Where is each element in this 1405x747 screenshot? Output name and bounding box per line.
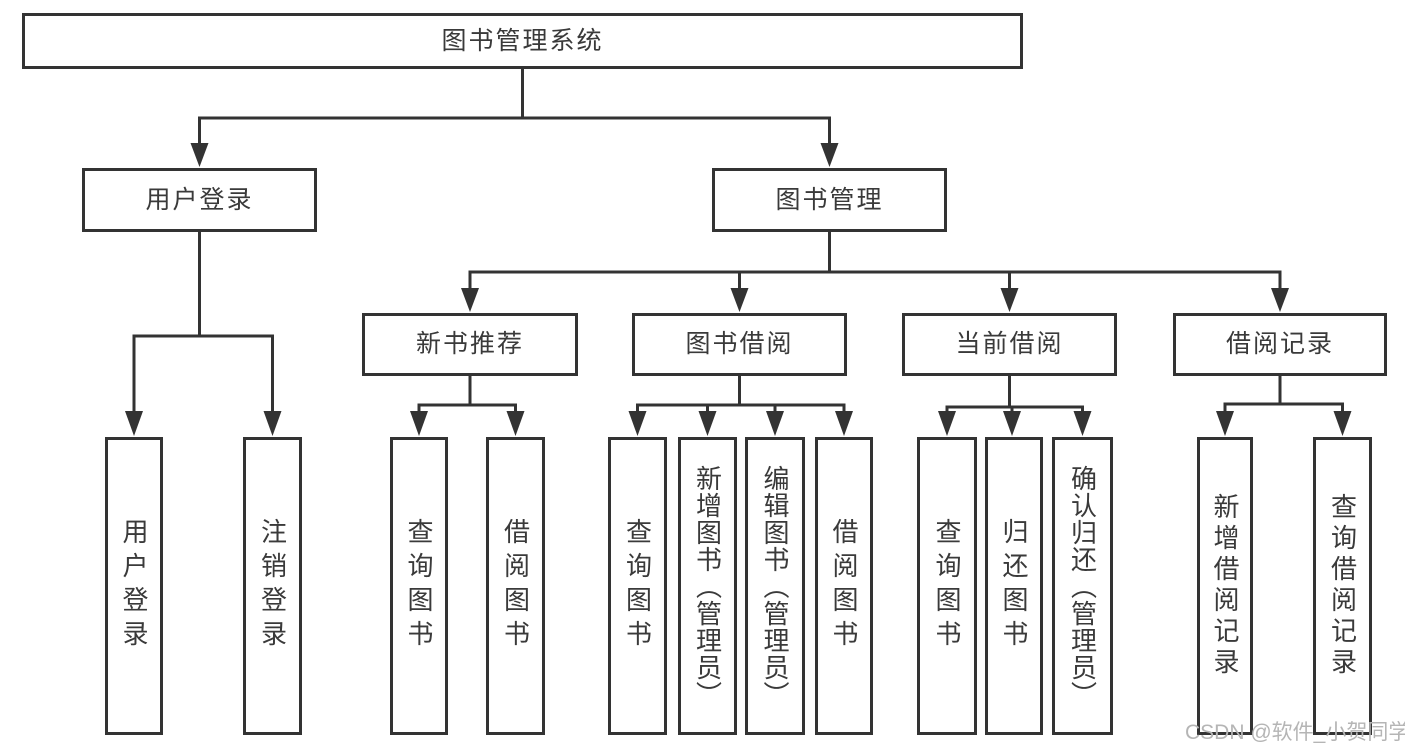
- node-new-book-recommend: 新书推荐: [362, 313, 578, 376]
- node-book-borrow: 图书借阅: [632, 313, 847, 376]
- node-book-management: 图书管理: [712, 168, 947, 232]
- watermark: CSDN @软件_小贺同学: [1185, 721, 1405, 744]
- leaf-borrow-books: 借阅图书: [815, 437, 873, 735]
- leaf-query-books-borrow: 查询图书: [608, 437, 667, 735]
- leaf-add-book-admin: 新增图书（管理员）: [678, 437, 737, 735]
- edge-records-to-leaves: [1223, 376, 1344, 413]
- edge-bookmgmt-to-level3: [468, 232, 1282, 290]
- edge-currentborrow-to-leaves: [945, 376, 1084, 413]
- leaf-user-login: 用户登录: [105, 437, 163, 735]
- node-current-borrow: 当前借阅: [902, 313, 1117, 376]
- edge-userlogin-to-leaves: [132, 232, 274, 413]
- leaf-borrow-books-recommend: 借阅图书: [486, 437, 545, 735]
- leaf-edit-book-admin: 编辑图书（管理员）: [745, 437, 805, 735]
- edge-bookborrow-to-leaves: [636, 376, 846, 413]
- leaf-confirm-return-admin: 确认归还（管理员）: [1052, 437, 1113, 735]
- leaf-return-book: 归还图书: [985, 437, 1043, 735]
- node-borrow-records: 借阅记录: [1173, 313, 1387, 376]
- leaf-query-books-current: 查询图书: [917, 437, 977, 735]
- edge-root-to-level2: [198, 69, 831, 146]
- node-user-login: 用户登录: [82, 168, 317, 232]
- edge-newbooks-to-leaves: [417, 376, 517, 413]
- leaf-logout: 注销登录: [243, 437, 302, 735]
- leaf-add-borrow-record: 新增借阅记录: [1197, 437, 1253, 735]
- leaf-query-borrow-record: 查询借阅记录: [1313, 437, 1372, 735]
- arrowheads: [125, 143, 1352, 436]
- leaf-query-books-recommend: 查询图书: [390, 437, 448, 735]
- node-root: 图书管理系统: [22, 13, 1023, 69]
